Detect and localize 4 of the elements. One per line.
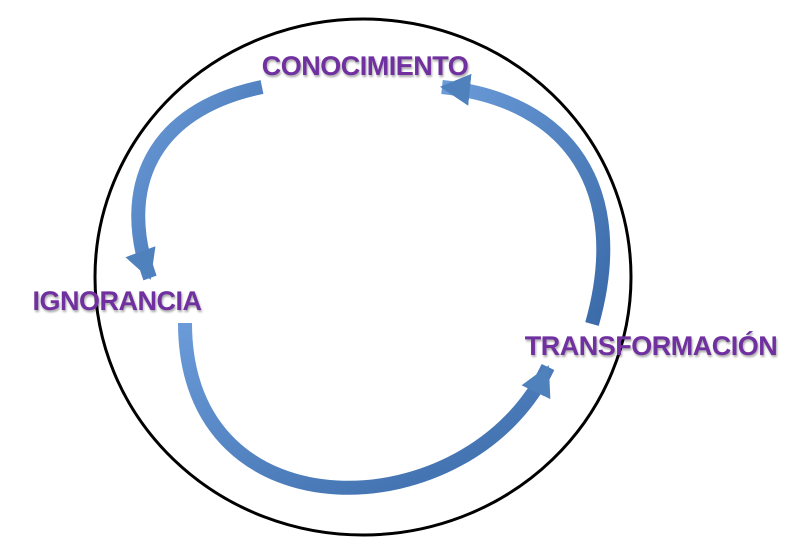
node-label: CONOCIMIENTO bbox=[262, 50, 468, 82]
curved-arrow bbox=[126, 80, 264, 280]
curved-arrow bbox=[440, 76, 610, 326]
curved-arrow bbox=[178, 322, 554, 494]
